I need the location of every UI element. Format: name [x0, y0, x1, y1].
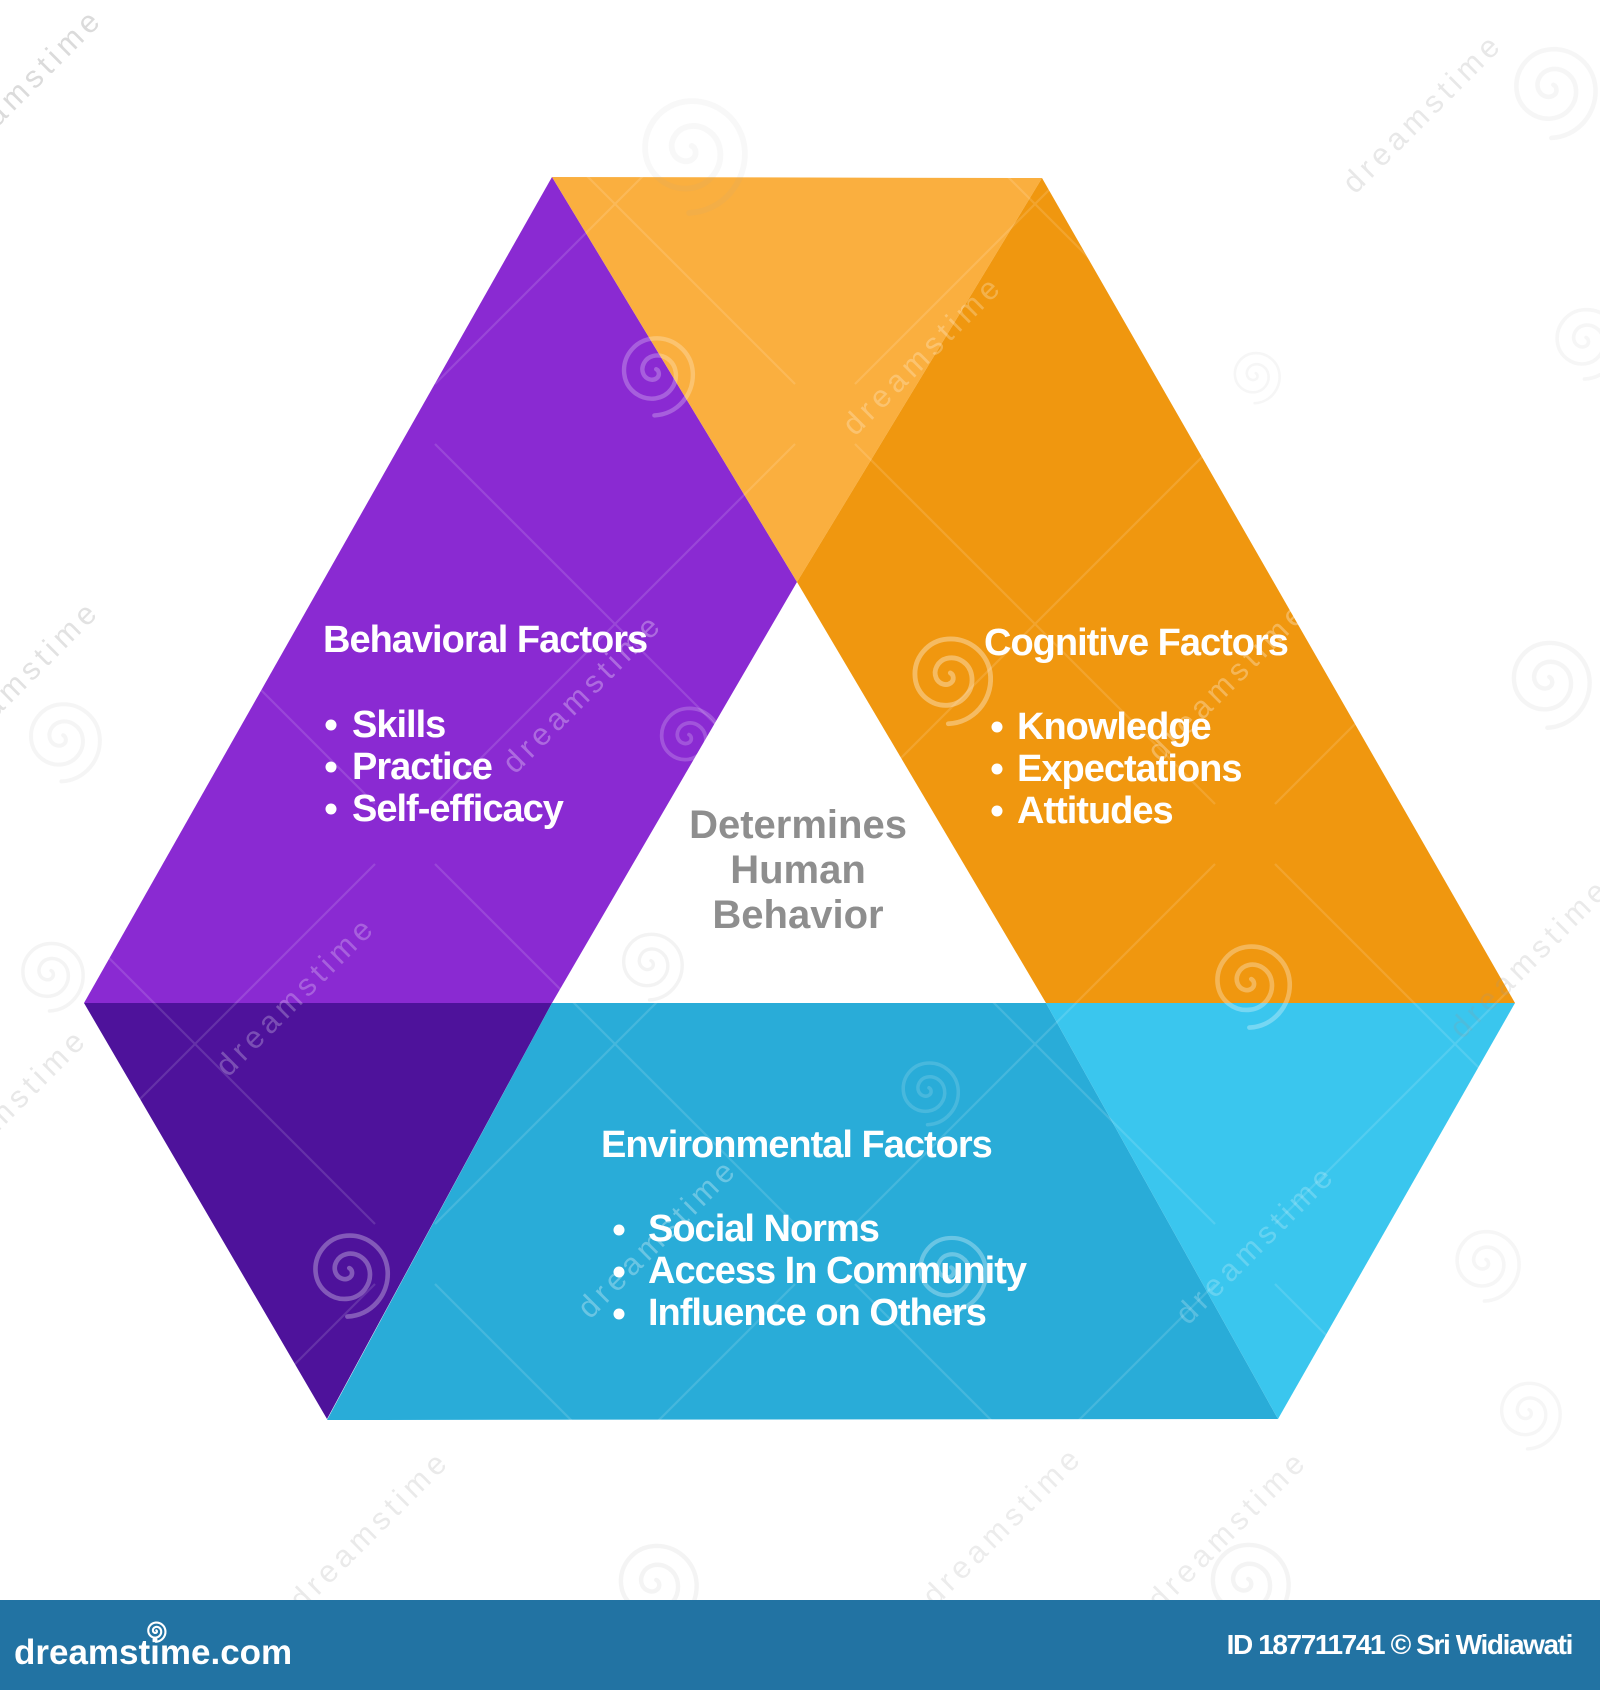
- svg-text:ID 187711741 © Sri Widiawati: ID 187711741 © Sri Widiawati: [1227, 1629, 1572, 1660]
- svg-text:Practice: Practice: [352, 746, 492, 788]
- svg-text:Environmental Factors: Environmental Factors: [601, 1124, 992, 1166]
- svg-text:dreamstime.com: dreamstime.com: [14, 1633, 292, 1672]
- svg-text:Knowledge: Knowledge: [1017, 706, 1211, 748]
- svg-text:Expectations: Expectations: [1017, 748, 1242, 790]
- svg-text:Determines: Determines: [689, 803, 907, 847]
- svg-text:Skills: Skills: [352, 704, 445, 746]
- svg-text:Social Norms: Social Norms: [648, 1208, 879, 1250]
- svg-text:Influence on Others: Influence on Others: [648, 1292, 986, 1334]
- svg-text:Self-efficacy: Self-efficacy: [352, 788, 564, 830]
- svg-text:Human: Human: [730, 848, 866, 892]
- svg-text:Behavioral Factors: Behavioral Factors: [323, 619, 647, 661]
- svg-text:Access In Community: Access In Community: [648, 1250, 1027, 1292]
- svg-text:Attitudes: Attitudes: [1017, 790, 1173, 832]
- svg-text:Cognitive Factors: Cognitive Factors: [984, 622, 1288, 664]
- svg-text:Behavior: Behavior: [712, 893, 883, 937]
